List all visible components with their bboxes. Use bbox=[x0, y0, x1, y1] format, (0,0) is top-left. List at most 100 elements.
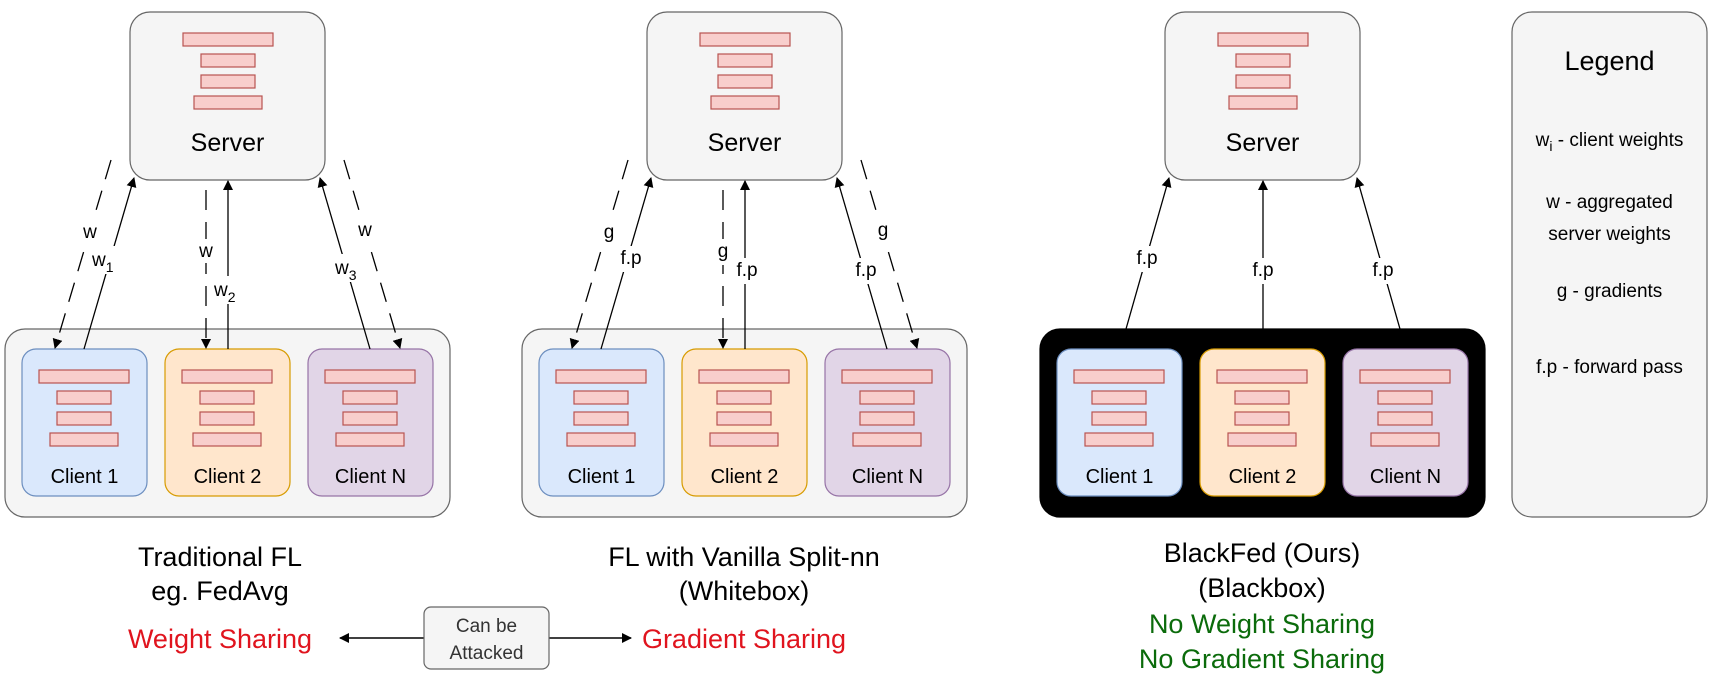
legend-title: Legend bbox=[1564, 46, 1654, 76]
server-label: Server bbox=[708, 129, 782, 157]
layer-bar bbox=[1091, 390, 1147, 405]
caption-line-2: (Blackbox) bbox=[1198, 573, 1326, 603]
layer-bar bbox=[200, 53, 256, 68]
attack-box-line-2: Attacked bbox=[450, 643, 524, 664]
client-2-label: Client 2 bbox=[1229, 466, 1297, 488]
edge-label-up-left: f.p bbox=[1136, 248, 1157, 269]
edge-down-left bbox=[569, 159, 629, 349]
caption-line-1: Traditional FL bbox=[138, 542, 302, 572]
panel-traditional-fl: Server Client 1 Client 2 Client N bbox=[4, 11, 451, 654]
edge-label-up-mid: f.p bbox=[736, 260, 757, 281]
client-2-layer-stack bbox=[698, 369, 790, 447]
no-weight-sharing-label: No Weight Sharing bbox=[1149, 609, 1375, 639]
label-bg bbox=[614, 246, 648, 272]
label-bg bbox=[354, 218, 376, 242]
edge-label-up-left: w1 bbox=[91, 250, 114, 275]
layer-bar bbox=[566, 432, 636, 447]
layer-bar bbox=[1235, 74, 1291, 89]
layer-bar bbox=[716, 411, 772, 426]
panel-vanilla-split-nn: Server Client 1 Client 2 Client N bbox=[521, 11, 968, 654]
client-1-layer-stack bbox=[1073, 369, 1165, 447]
edge-label-up-left: f.p bbox=[620, 248, 641, 269]
edge-label-down-left: g bbox=[604, 222, 615, 243]
client-n-label: Client N bbox=[852, 466, 923, 488]
client-1-label: Client 1 bbox=[1086, 466, 1154, 488]
layer-bar bbox=[1216, 369, 1308, 384]
layer-bar bbox=[717, 74, 773, 89]
edge-label-up-mid: f.p bbox=[1252, 260, 1273, 281]
edge-down-left bbox=[52, 159, 112, 349]
layer-bar bbox=[193, 95, 263, 110]
label-bg bbox=[333, 254, 365, 282]
client-2-label: Client 2 bbox=[194, 466, 262, 488]
layer-bar bbox=[1234, 390, 1290, 405]
layer-bar bbox=[335, 432, 405, 447]
client-n-label: Client N bbox=[1370, 466, 1441, 488]
gradient-sharing-label: Gradient Sharing bbox=[642, 624, 846, 654]
legend-g: g - gradients bbox=[1557, 281, 1663, 302]
layer-bar bbox=[709, 432, 779, 447]
label-bg bbox=[80, 220, 102, 244]
label-bg bbox=[1246, 258, 1280, 284]
layer-bar bbox=[56, 411, 112, 426]
edge-label-down-mid: w bbox=[198, 241, 213, 262]
client-1-layer-stack bbox=[38, 369, 130, 447]
edge-label-down-mid: g bbox=[718, 241, 729, 262]
layer-bar bbox=[1359, 369, 1451, 384]
layer-bar bbox=[698, 369, 790, 384]
layer-bar bbox=[1227, 432, 1297, 447]
caption-line-2: eg. FedAvg bbox=[151, 576, 289, 606]
label-bg bbox=[1130, 246, 1164, 272]
legend-fp: f.p - forward pass bbox=[1536, 357, 1683, 378]
label-bg bbox=[1366, 258, 1400, 284]
layer-bar bbox=[342, 390, 398, 405]
label-bg bbox=[212, 276, 244, 304]
layer-bar bbox=[859, 390, 915, 405]
layer-bar bbox=[859, 411, 915, 426]
layer-bar bbox=[573, 411, 629, 426]
layer-bar bbox=[852, 432, 922, 447]
server-layer-stack bbox=[182, 32, 274, 110]
label-bg bbox=[598, 220, 620, 246]
layer-bar bbox=[555, 369, 647, 384]
legend-box bbox=[1511, 11, 1708, 518]
caption-line-2: (Whitebox) bbox=[679, 576, 810, 606]
no-gradient-sharing-label: No Gradient Sharing bbox=[1139, 644, 1385, 674]
layer-bar bbox=[841, 369, 933, 384]
edge-label-up-right: f.p bbox=[855, 260, 876, 281]
layer-bar bbox=[573, 390, 629, 405]
label-bg bbox=[730, 258, 764, 284]
client-1-layer-stack bbox=[555, 369, 647, 447]
client-1-label: Client 1 bbox=[51, 466, 119, 488]
panel-blackfed: Server Client 1 Client 2 Client N bbox=[1039, 11, 1486, 674]
label-bg bbox=[872, 218, 894, 244]
layer-bar bbox=[38, 369, 130, 384]
layer-bar bbox=[56, 390, 112, 405]
client-n-layer-stack bbox=[841, 369, 933, 447]
layer-bar bbox=[192, 432, 262, 447]
edge-label-down-right: w bbox=[357, 220, 372, 241]
layer-bar bbox=[716, 390, 772, 405]
layer-bar bbox=[182, 32, 274, 47]
layer-bar bbox=[1377, 411, 1433, 426]
server-label: Server bbox=[191, 129, 265, 157]
layer-bar bbox=[699, 32, 791, 47]
legend-w-line-2: server weights bbox=[1548, 224, 1671, 245]
edge-down-right bbox=[860, 159, 920, 349]
label-bg bbox=[713, 239, 735, 265]
layer-bar bbox=[717, 53, 773, 68]
attack-box-line-1: Can be bbox=[456, 616, 517, 637]
client-1-label: Client 1 bbox=[568, 466, 636, 488]
client-n-layer-stack bbox=[1359, 369, 1451, 447]
layer-bar bbox=[1377, 390, 1433, 405]
client-2-label: Client 2 bbox=[711, 466, 779, 488]
edge-up-right bbox=[1354, 177, 1401, 330]
label-bg bbox=[90, 246, 120, 274]
edge-label-down-left: w bbox=[82, 222, 97, 243]
server-layer-stack bbox=[699, 32, 791, 110]
layer-bar bbox=[1235, 53, 1291, 68]
legend-w-line-1: w - aggregated bbox=[1545, 192, 1673, 213]
label-bg bbox=[849, 258, 883, 284]
client-2-layer-stack bbox=[1216, 369, 1308, 447]
